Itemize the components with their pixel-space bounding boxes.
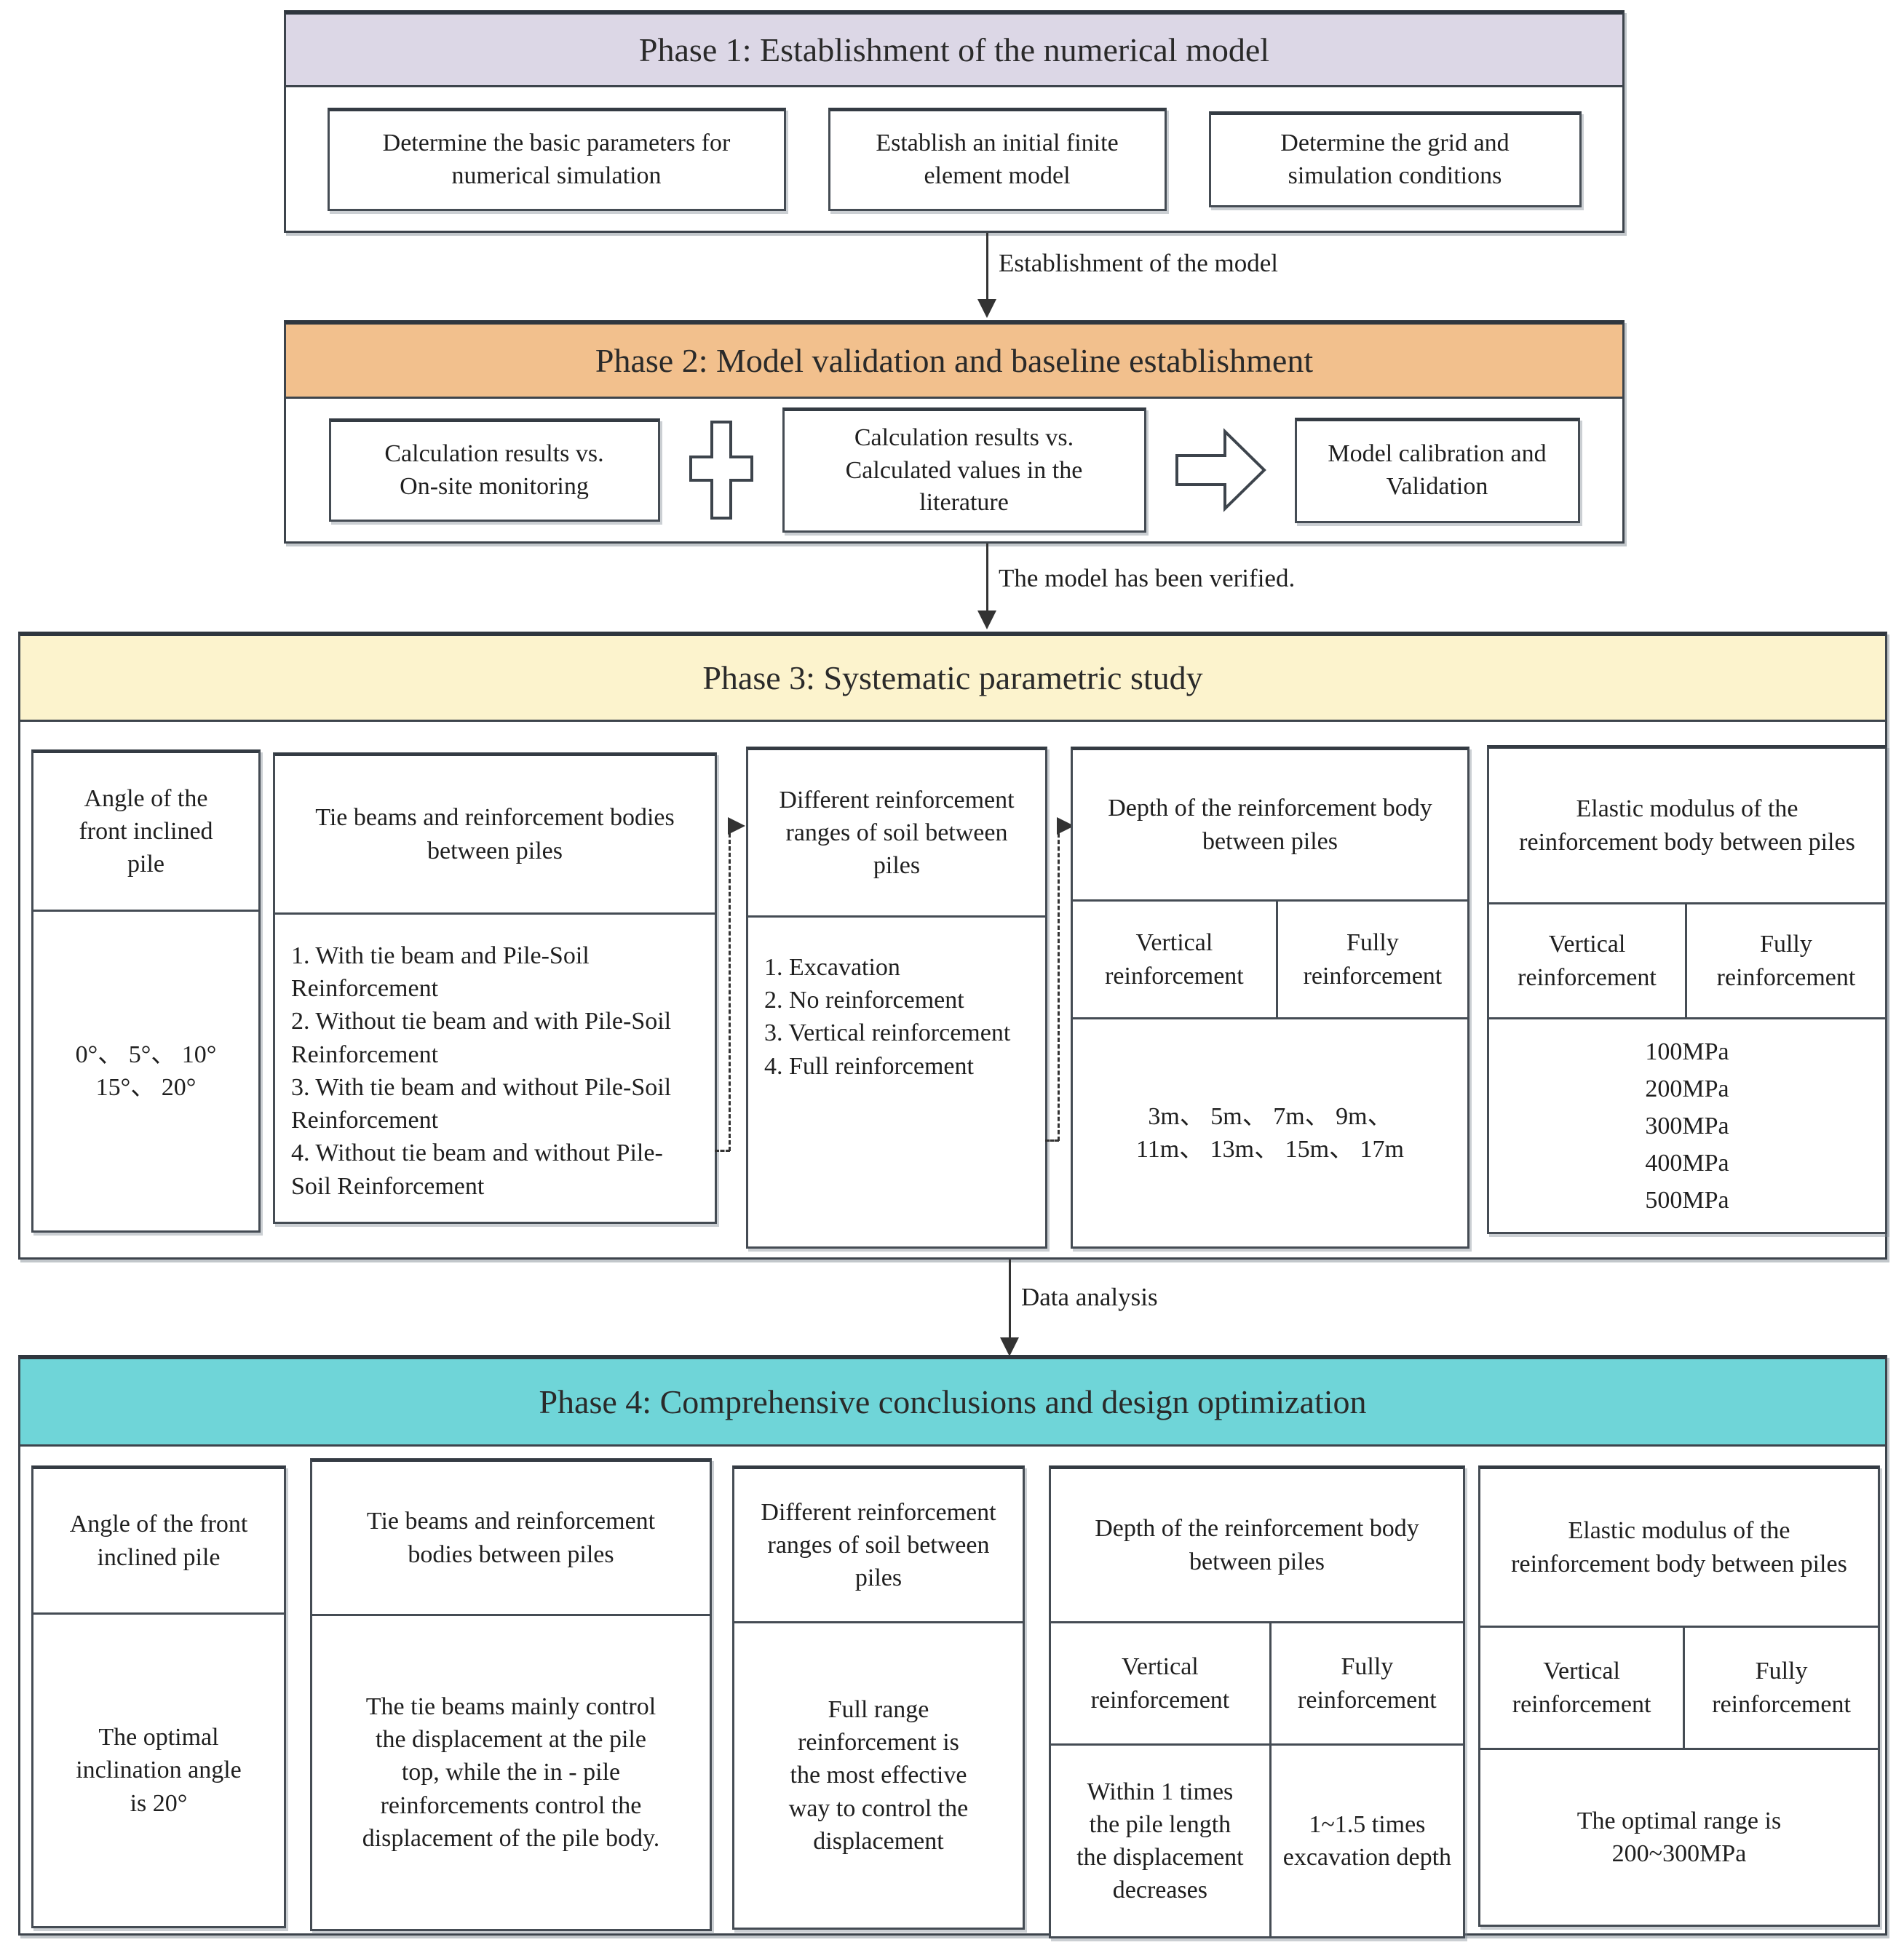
down-arrow-1-head-icon (977, 299, 996, 318)
phase4-col4-sub-vertical: Vertical reinforcement (1051, 1623, 1272, 1743)
phase1-container: Phase 1: Establishment of the numerical … (284, 10, 1625, 233)
phase3-col1-header: Angle of the front inclined pile (33, 753, 258, 912)
phase3-col4-header: Depth of the reinforcement body between … (1073, 750, 1467, 902)
down-arrow-2-head-icon (977, 610, 996, 629)
phase3-col2-item: 2. Without tie beam and with Pile-Soil R… (291, 1008, 672, 1068)
phase3-container: Phase 3: Systematic parametric study Ang… (18, 632, 1887, 1260)
arrow2-label: The model has been verified. (999, 564, 1296, 592)
phase4-col-reinforcement-ranges: Different reinforcement ranges of soil b… (732, 1465, 1025, 1930)
phase4-col-angle: Angle of the front inclined pile The opt… (31, 1465, 286, 1928)
phase3-col2-header: Tie beams and reinforcement bodies betwe… (275, 756, 715, 915)
phase4-col1-body: The optimal inclination angle is 20° (76, 1724, 242, 1817)
phase4-col5-body: The optimal range is 200~300MPa (1576, 1807, 1782, 1867)
phase2-title: Phase 2: Model validation and baseline e… (595, 342, 1314, 379)
dashed-connector-hook (1045, 1139, 1059, 1142)
phase4-col4-cell-vertical-result: Within 1 times the pile length the displ… (1051, 1746, 1272, 1936)
phase3-col3-item: 2. No reinforcement (764, 987, 964, 1014)
phase3-col3-item: 3. Vertical reinforcement (764, 1019, 1011, 1047)
phase3-col5-sub-vertical: Vertical reinforcement (1489, 904, 1687, 1017)
phase3-col5-body: 100MPa 200MPa 300MPa 400MPa 500MPa (1645, 1038, 1729, 1214)
phase2-box-onsite-monitoring: Calculation results vs. On-site monitori… (328, 418, 660, 522)
phase3-col4-body: 3m、 5m、 7m、 9m、 11m、 13m、 15m、 17m (1135, 1102, 1405, 1163)
phase3-header: Phase 3: Systematic parametric study (20, 636, 1885, 722)
phase4-col2-body: The tie beams mainly control the displac… (362, 1693, 660, 1852)
phase3-col5-header: Elastic modulus of the reinforcement bod… (1489, 749, 1885, 904)
phase3-col4-sub-fully: Fully reinforcement (1303, 929, 1443, 990)
phase1-header: Phase 1: Establishment of the numerical … (286, 15, 1622, 87)
down-arrow-3-head-icon (1000, 1337, 1019, 1356)
phase4-col5-header: Elastic modulus of the reinforcement bod… (1480, 1469, 1878, 1628)
phase3-col4-sub-vertical: Vertical reinforcement (1073, 902, 1278, 1017)
phase2-header: Phase 2: Model validation and baseline e… (286, 325, 1622, 399)
phase1-title: Phase 1: Establishment of the numerical … (638, 31, 1270, 68)
dashed-arrowhead-icon (728, 817, 745, 835)
phase4-col4-header: Depth of the reinforcement body between … (1051, 1469, 1463, 1623)
down-arrow-3-line (1009, 1260, 1011, 1338)
phase4-title: Phase 4: Comprehensive conclusions and d… (539, 1383, 1367, 1420)
plus-icon (688, 419, 755, 521)
phase4-col-depth: Depth of the reinforcement body between … (1049, 1465, 1465, 1938)
phase1-box-grid-conditions: Determine the grid and simulation condit… (1208, 111, 1582, 207)
right-block-arrow-icon (1174, 415, 1267, 525)
phase3-col-depth: Depth of the reinforcement body between … (1071, 747, 1469, 1249)
phase1-box-basic-parameters: Determine the basic parameters for numer… (327, 107, 786, 211)
phase3-col2-item: 1. With tie beam and Pile-Soil Reinforce… (291, 942, 590, 1003)
arrow3-label: Data analysis (1021, 1283, 1158, 1311)
phase4-col5-sub-vertical: Vertical reinforcement (1480, 1628, 1686, 1748)
phase2-box-model-calibration: Model calibration and Validation (1294, 417, 1580, 523)
phase4-col4-sub-fully: Fully reinforcement (1298, 1653, 1437, 1714)
phase4-col3-header: Different reinforcement ranges of soil b… (734, 1469, 1023, 1623)
phase4-col3-body: Full range reinforcement is the most eff… (788, 1695, 969, 1855)
phase3-col-elastic-modulus: Elastic modulus of the reinforcement bod… (1487, 745, 1887, 1234)
phase3-col3-header: Different reinforcement ranges of soil b… (748, 750, 1045, 918)
phase2-container: Phase 2: Model validation and baseline e… (284, 320, 1625, 544)
phase3-col3-item: 4. Full reinforcement (764, 1052, 974, 1080)
phase4-col2-header: Tie beams and reinforcement bodies betwe… (312, 1462, 710, 1616)
phase2-box-literature-values: Calculation results vs. Calculated value… (782, 407, 1146, 533)
phase4-col-elastic-modulus: Elastic modulus of the reinforcement bod… (1478, 1465, 1880, 1927)
arrow1-label: Establishment of the model (999, 249, 1278, 277)
phase3-col-reinforcement-ranges: Different reinforcement ranges of soil b… (746, 747, 1047, 1249)
phase4-col-tie-beams: Tie beams and reinforcement bodies betwe… (310, 1458, 712, 1931)
phase3-col2-item: 3. With tie beam and without Pile-Soil R… (291, 1073, 672, 1134)
dashed-connector-line (1058, 827, 1060, 1141)
dashed-connector-hook (715, 1150, 730, 1152)
phase3-col-angle: Angle of the front inclined pile 0°、 5°、… (31, 749, 261, 1233)
phase1-box-finite-element-model: Establish an initial finite element mode… (828, 107, 1167, 211)
phase3-col-tie-beams: Tie beams and reinforcement bodies betwe… (273, 752, 717, 1224)
phase4-header: Phase 4: Comprehensive conclusions and d… (20, 1359, 1885, 1447)
phase3-col2-item: 4. Without tie beam and without Pile-Soi… (291, 1139, 663, 1200)
down-arrow-1-line (986, 233, 988, 300)
phase3-col3-item: 1. Excavation (764, 954, 900, 981)
phase4-col5-sub-fully: Fully reinforcement (1712, 1658, 1851, 1718)
phase4-container: Phase 4: Comprehensive conclusions and d… (18, 1355, 1887, 1938)
phase4-col4-cell-fully-result: 1~1.5 times excavation depth (1282, 1810, 1452, 1871)
phase3-col1-body: 0°、 5°、 10° 15°、 20° (75, 1041, 217, 1101)
phase3-col5-sub-fully: Fully reinforcement (1716, 931, 1856, 991)
phase3-title: Phase 3: Systematic parametric study (702, 659, 1203, 696)
phase4-col1-header: Angle of the front inclined pile (33, 1469, 284, 1615)
dashed-connector-line (729, 827, 731, 1151)
down-arrow-2-line (986, 544, 988, 611)
